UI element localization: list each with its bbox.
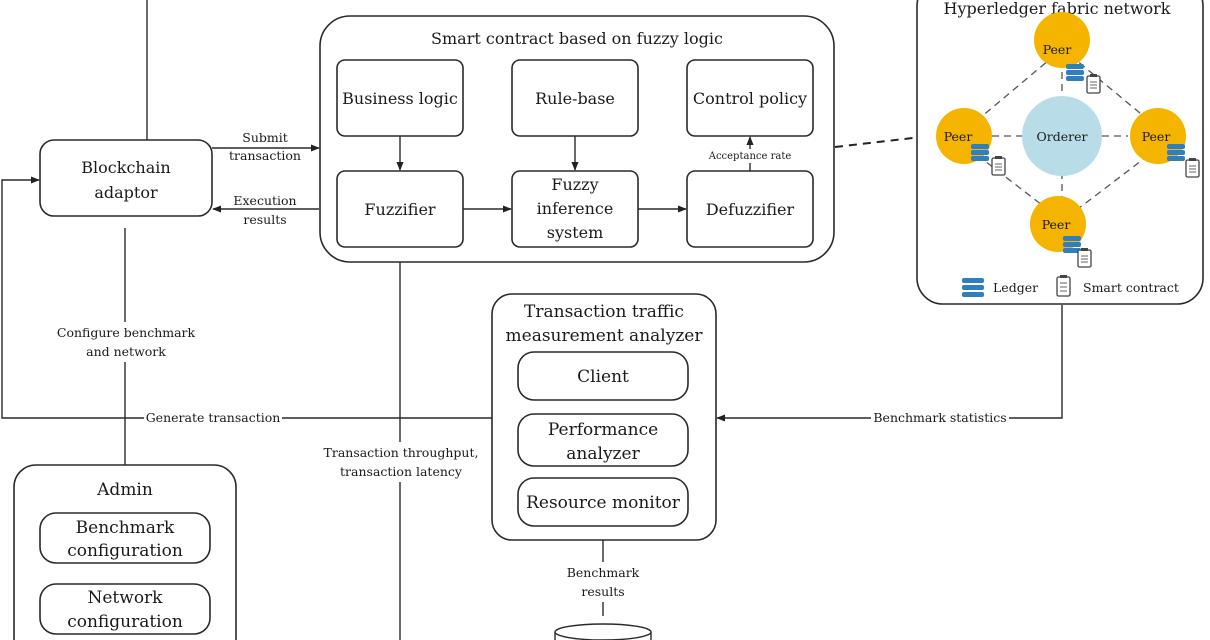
fabric-network-title: Hyperledger fabric network (943, 0, 1170, 18)
legend-ledger-icon (962, 278, 984, 297)
ledger-icon (1167, 144, 1185, 161)
admin-title: Admin (96, 480, 153, 500)
ledger-icon (1063, 236, 1081, 253)
generate-transaction-label: Generate transaction (146, 410, 281, 425)
acceptance-rate-label: Acceptance rate (708, 151, 792, 162)
peer-node-top: Peer (1034, 12, 1090, 68)
configure-label-1: Configure benchmark (57, 325, 196, 340)
legend-smart-contract-icon (1056, 275, 1071, 297)
benchmark-results-label-1: Benchmark (567, 565, 640, 580)
orderer-label: Orderer (1037, 129, 1088, 144)
fuzzifier-label: Fuzzifier (364, 200, 436, 219)
peer-left-label: Peer (944, 129, 973, 144)
configure-label-bg (52, 322, 200, 362)
performance-label-1: Performance (548, 420, 658, 440)
smart-contract-icon (1077, 248, 1092, 268)
execution-results-label-2: results (243, 212, 286, 227)
fis-label-3: system (547, 223, 604, 242)
legend-ledger-label: Ledger (993, 280, 1038, 295)
client-box (517, 351, 689, 401)
network-config-label-2: configuration (67, 612, 183, 632)
benchmark-statistics-bg (871, 409, 1009, 427)
blockchain-adaptor-label-1: Blockchain (81, 158, 170, 177)
control-policy-label: Control policy (693, 89, 807, 108)
throughput-label-2: transaction latency (340, 464, 463, 479)
arrow-benchmark-statistics (716, 305, 1063, 422)
defuzzifier-label: Defuzzifier (706, 200, 795, 219)
throughput-label-bg (318, 442, 484, 482)
network-config-label-1: Network (88, 588, 164, 608)
control-policy-box (686, 59, 814, 137)
acceptance-rate-bg (704, 149, 796, 163)
submit-transaction-label-2: transaction (229, 148, 301, 163)
smart-contract-title: Smart contract based on fuzzy logic (431, 29, 723, 48)
performance-label-2: analyzer (566, 444, 640, 464)
fis-label-1: Fuzzy (551, 175, 598, 194)
benchmark-results-label-2: results (581, 584, 624, 599)
rule-base-label: Rule-base (535, 89, 615, 108)
resource-monitor-box (517, 477, 689, 527)
smart-contract-icon (1185, 158, 1200, 178)
ledger-icon (971, 144, 989, 161)
network-configuration-box (39, 583, 211, 635)
performance-analyzer-box (517, 413, 689, 467)
execution-results-label-1: Execution (233, 193, 296, 208)
blockchain-adaptor-label-2: adaptor (94, 183, 158, 202)
peer-node-right: Peer (1130, 108, 1186, 164)
configure-label-2: and network (86, 344, 166, 359)
throughput-label-1: Transaction throughput, (324, 445, 479, 460)
resource-monitor-label: Resource monitor (526, 493, 681, 513)
business-logic-label: Business logic (342, 89, 458, 108)
generate-transaction-bg (144, 409, 282, 427)
edge-top-left (967, 54, 1056, 129)
peer-top-label: Peer (1043, 42, 1072, 57)
legend-smart-contract-label: Smart contract (1083, 280, 1179, 295)
benchmark-config-label-1: Benchmark (76, 518, 175, 538)
smart-contract-icon (1086, 74, 1101, 94)
peer-node-left: Peer (936, 108, 992, 164)
peer-right-label: Peer (1142, 129, 1171, 144)
ledger-icon (1066, 64, 1084, 81)
fis-label-2: inference (537, 199, 614, 218)
analyzer-title-1: Transaction traffic (524, 302, 684, 322)
analyzer-title-2: measurement analyzer (506, 326, 704, 346)
blockchain-adaptor-box (39, 139, 213, 217)
database-icon (554, 623, 652, 640)
benchmark-results-bg (560, 562, 646, 602)
client-label: Client (577, 367, 629, 387)
orderer-node (1022, 96, 1102, 176)
peer-bottom-label: Peer (1042, 217, 1071, 232)
benchmark-statistics-label: Benchmark statistics (873, 410, 1006, 425)
smart-contract-icon (991, 156, 1006, 176)
link-contract-to-fabric (834, 133, 931, 148)
benchmark-configuration-box (39, 512, 211, 564)
benchmark-config-label-2: configuration (67, 541, 183, 561)
submit-transaction-label-1: Submit (242, 130, 288, 145)
